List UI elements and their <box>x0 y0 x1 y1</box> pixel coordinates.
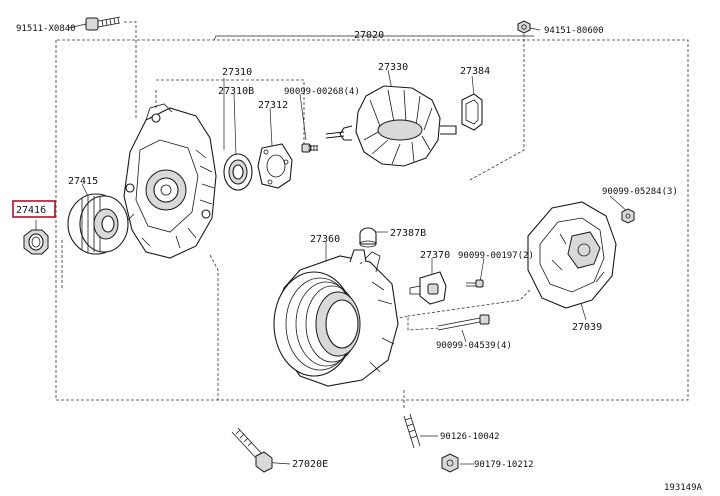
label-27360[interactable]: 27360 <box>310 234 340 245</box>
label-27416[interactable]: 27416 <box>16 205 46 216</box>
bolt-91511-x0840[interactable] <box>67 16 121 31</box>
label-90099-04539[interactable]: 90099-04539(4) <box>436 341 512 351</box>
screw-90099-00268[interactable] <box>301 143 318 153</box>
label-27310[interactable]: 27310 <box>222 67 252 78</box>
nut-94151-80600[interactable] <box>517 20 541 34</box>
label-27312[interactable]: 27312 <box>258 100 288 111</box>
stud-bolt-90126-10042[interactable] <box>403 413 421 449</box>
label-27415[interactable]: 27415 <box>68 176 98 187</box>
label-27370[interactable]: 27370 <box>420 250 450 261</box>
retainer-27384[interactable] <box>461 93 483 131</box>
rear-frame-27360[interactable] <box>273 249 399 387</box>
label-27020e[interactable]: 27020E <box>292 459 328 470</box>
label-90099-00268[interactable]: 90099-00268(4) <box>284 87 360 97</box>
label-90099-05284[interactable]: 90099-05284(3) <box>602 187 678 197</box>
screw-90099-00197[interactable] <box>466 279 484 288</box>
nut-90179-10212[interactable] <box>441 453 459 473</box>
bearing-27310b[interactable] <box>223 153 253 191</box>
rotor-27330[interactable] <box>325 85 457 167</box>
label-27387b[interactable]: 27387B <box>390 228 426 239</box>
label-90099-00197[interactable]: 90099-00197(2) <box>458 251 534 261</box>
retainer-plate-27312[interactable] <box>257 143 293 189</box>
bolt-27020e[interactable] <box>231 427 273 473</box>
label-27384[interactable]: 27384 <box>460 66 490 77</box>
label-27039[interactable]: 27039 <box>572 322 602 333</box>
assembly-boundary <box>55 39 689 401</box>
label-27310b[interactable]: 27310B <box>218 86 254 97</box>
label-91511-x0840[interactable]: 91511-X0840 <box>16 24 76 34</box>
insulator-27387b[interactable] <box>359 227 377 248</box>
label-90126-10042[interactable]: 90126-10042 <box>440 432 500 442</box>
nut-90099-05284[interactable] <box>621 208 635 224</box>
rectifier-cover-27039[interactable] <box>527 201 617 309</box>
label-27020[interactable]: 27020 <box>354 30 384 41</box>
part-labels: 91511-X0840 27020 94151-80600 27310 2731… <box>16 24 703 493</box>
regulator-27370[interactable] <box>409 271 447 305</box>
through-bolt-90099-04539[interactable] <box>437 314 490 331</box>
drive-end-frame-27310[interactable] <box>123 103 217 259</box>
highlight-box-27416 <box>12 200 56 218</box>
figure-code: 193149A <box>664 483 703 493</box>
label-94151-80600[interactable]: 94151-80600 <box>544 26 604 36</box>
label-90179-10212[interactable]: 90179-10212 <box>474 460 534 470</box>
label-27330[interactable]: 27330 <box>378 62 408 73</box>
leader-lines <box>35 35 629 465</box>
pulley-nut-27416[interactable] <box>23 229 49 255</box>
pulley-27415[interactable] <box>67 193 129 255</box>
